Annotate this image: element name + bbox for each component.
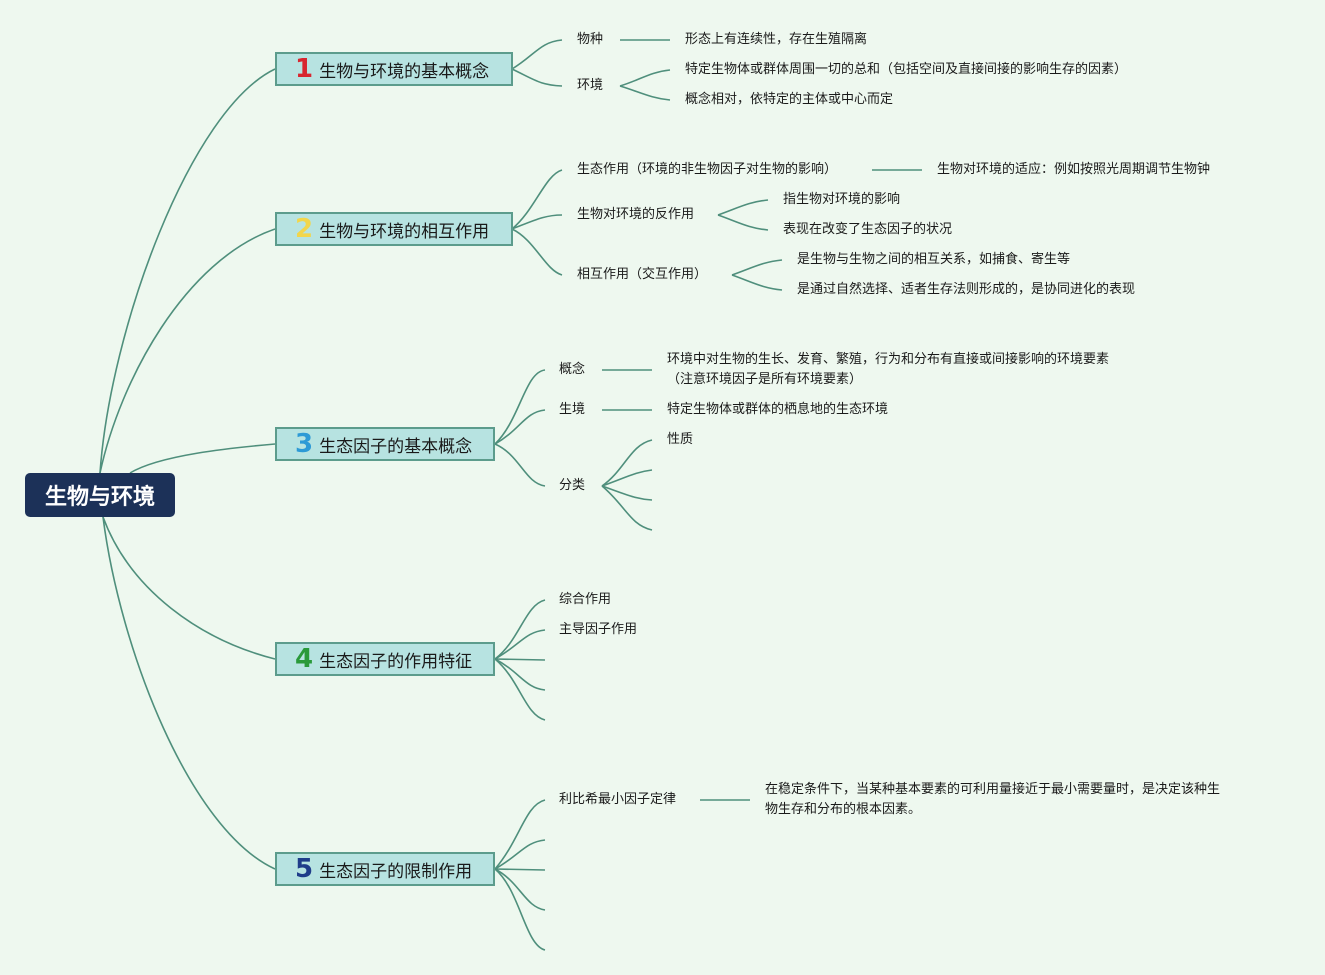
link-inter-d2 <box>731 274 783 291</box>
branch-interaction[interactable]: 相互作用（交互作用） <box>577 267 708 282</box>
link-t5-b2 <box>494 839 546 870</box>
link-t2-react <box>511 214 563 230</box>
detail-classification-nature[interactable]: 性质 <box>667 432 694 447</box>
link-root-topic5 <box>102 516 276 870</box>
link-t3-habitat <box>494 409 546 445</box>
link-root-topic2 <box>99 228 276 474</box>
topic-label-5: 生态因子的限制作用 <box>319 861 473 882</box>
link-env-d1 <box>619 69 671 87</box>
branch-environment[interactable]: 环境 <box>577 78 604 93</box>
root-node[interactable]: 生物与环境 <box>25 473 175 517</box>
topic-node-2[interactable]: 2 生物与环境的相互作用 <box>275 212 513 246</box>
link-root-topic3 <box>129 443 276 474</box>
topic-node-3[interactable]: 3 生态因子的基本概念 <box>275 427 495 461</box>
link-root-topic4 <box>102 516 276 660</box>
branch-dominant-factor[interactable]: 主导因子作用 <box>559 622 638 637</box>
link-t3-class <box>494 443 546 487</box>
branch-classification[interactable]: 分类 <box>559 478 586 493</box>
link-t5-b5 <box>494 868 546 951</box>
link-react-d2 <box>717 214 769 231</box>
detail-ecological-action[interactable]: 生物对环境的适应：例如按照光周期调节生物钟 <box>937 162 1211 177</box>
link-class-b2 <box>601 469 653 487</box>
link-t4-b5 <box>494 658 546 721</box>
link-t3-concept <box>494 369 546 445</box>
branch-habitat[interactable]: 生境 <box>559 402 586 417</box>
topic-number-2: 2 <box>295 214 314 244</box>
link-class-b3 <box>601 485 653 501</box>
detail-liebig-line1[interactable]: 在稳定条件下，当某种基本要素的可利用量接近于最小需要量时，是决定该种生 <box>765 782 1221 797</box>
topic-node-5[interactable]: 5 生态因子的限制作用 <box>275 852 495 886</box>
detail-species[interactable]: 形态上有连续性，存在生殖隔离 <box>685 32 868 47</box>
link-t5-b3 <box>494 868 546 871</box>
link-t2-inter <box>511 228 563 276</box>
link-t4-b1 <box>494 599 546 660</box>
detail-reaction-2[interactable]: 表现在改变了生态因子的状况 <box>783 222 953 237</box>
link-class-b4 <box>601 485 653 531</box>
topic-label-3: 生态因子的基本概念 <box>319 436 473 457</box>
branch-ecological-action[interactable]: 生态作用（环境的非生物因子对生物的影响） <box>577 162 838 177</box>
link-env-d2 <box>619 85 671 101</box>
branch-liebig-law[interactable]: 利比希最小因子定律 <box>559 792 677 807</box>
topic-label-4: 生态因子的作用特征 <box>319 651 473 672</box>
link-t4-b3 <box>494 658 546 661</box>
link-t1-env <box>511 68 563 87</box>
branch-species[interactable]: 物种 <box>577 32 604 47</box>
link-class-b1 <box>601 439 653 487</box>
topic-label-1: 生物与环境的基本概念 <box>319 61 490 82</box>
topic-number-5: 5 <box>295 854 314 884</box>
detail-habitat[interactable]: 特定生物体或群体的栖息地的生态环境 <box>667 402 889 417</box>
detail-interaction-2[interactable]: 是通过自然选择、适者生存法则形成的，是协同进化的表现 <box>797 282 1136 297</box>
link-root-topic1 <box>99 68 276 474</box>
link-react-d1 <box>717 199 769 216</box>
branch-reaction[interactable]: 生物对环境的反作用 <box>577 207 695 222</box>
topic-number-3: 3 <box>295 429 314 459</box>
topic-number-1: 1 <box>295 54 314 84</box>
detail-environment-2[interactable]: 概念相对，依特定的主体或中心而定 <box>685 92 894 107</box>
topic-number-4: 4 <box>295 644 314 674</box>
link-t5-b1 <box>494 799 546 870</box>
detail-interaction-1[interactable]: 是生物与生物之间的相互关系，如捕食、寄生等 <box>797 252 1071 267</box>
detail-environment-1[interactable]: 特定生物体或群体周围一切的总和（包括空间及直接间接的影响生存的因素） <box>685 62 1128 77</box>
detail-liebig-line2[interactable]: 物生存和分布的根本因素。 <box>765 802 922 817</box>
link-inter-d1 <box>731 259 783 276</box>
detail-concept-line1[interactable]: 环境中对生物的生长、发育、繁殖，行为和分布有直接或间接影响的环境要素 <box>667 352 1110 367</box>
topic-node-1[interactable]: 1 生物与环境的基本概念 <box>275 52 513 86</box>
topic-label-2: 生物与环境的相互作用 <box>319 221 490 242</box>
link-t4-b4 <box>494 658 546 691</box>
detail-reaction-1[interactable]: 指生物对环境的影响 <box>783 192 901 207</box>
topic-node-4[interactable]: 4 生态因子的作用特征 <box>275 642 495 676</box>
detail-concept-line2[interactable]: （注意环境因子是所有环境要素） <box>667 372 863 387</box>
link-t5-b4 <box>494 868 546 911</box>
branch-combined-action[interactable]: 综合作用 <box>559 592 612 607</box>
branch-concept[interactable]: 概念 <box>559 362 586 377</box>
link-t1-species <box>511 39 563 70</box>
link-t4-b2 <box>494 629 546 660</box>
root-label: 生物与环境 <box>44 485 155 510</box>
link-t2-eco <box>511 169 563 230</box>
